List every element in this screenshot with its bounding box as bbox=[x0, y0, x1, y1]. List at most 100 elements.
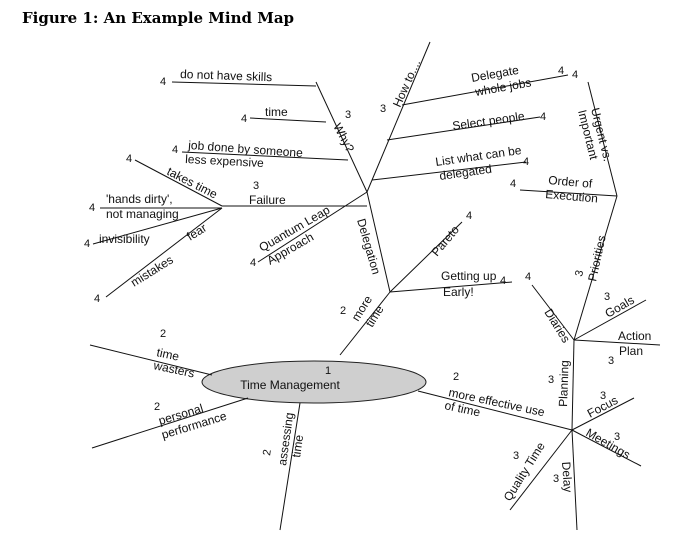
central-node-level: 1 bbox=[325, 365, 331, 377]
figure-caption: Figure 1: An Example Mind Map bbox=[22, 9, 295, 27]
branch-time-wasters: time wasters 2 bbox=[89, 328, 213, 381]
why-level: 3 bbox=[345, 109, 351, 121]
quality-time-level: 3 bbox=[513, 450, 519, 462]
connector bbox=[339, 291, 391, 356]
branch-how-to: How to.... 3 Delegate whole jobs 4 Selec… bbox=[366, 41, 569, 193]
quality-time-label: Quality Time bbox=[501, 439, 548, 503]
how-to-label: How to.... bbox=[390, 57, 423, 109]
connector bbox=[366, 41, 431, 193]
planning-label: Planning bbox=[556, 360, 572, 407]
connector bbox=[366, 191, 391, 293]
delegate-level: 4 bbox=[558, 65, 564, 77]
connector bbox=[315, 81, 368, 193]
pareto-level: 4 bbox=[466, 210, 472, 222]
connector bbox=[134, 159, 223, 207]
connector bbox=[531, 284, 575, 341]
how-to-level: 3 bbox=[380, 103, 386, 115]
connector bbox=[573, 299, 647, 341]
branch-why: Why? 3 do not have skills 4 time 4 job d… bbox=[160, 67, 368, 193]
order-line2: Execution bbox=[545, 187, 599, 206]
time-wasters-line2: wasters bbox=[151, 358, 195, 380]
central-ellipse bbox=[201, 360, 427, 404]
connector bbox=[181, 151, 349, 161]
list-level: 4 bbox=[523, 156, 529, 168]
connector bbox=[92, 207, 223, 245]
order-line1: Order of bbox=[548, 173, 594, 191]
more-effective-level: 2 bbox=[453, 371, 459, 383]
branch-personal-performance: personal performance 2 bbox=[91, 397, 249, 449]
hands-dirty-level: 4 bbox=[89, 202, 95, 214]
action-level: 3 bbox=[608, 355, 614, 367]
getting-up-line2: Early! bbox=[443, 285, 474, 299]
action-line1: Action bbox=[618, 329, 651, 343]
connector bbox=[386, 116, 541, 141]
delegation-label: Delegation bbox=[354, 217, 383, 276]
connector bbox=[571, 429, 578, 531]
mistakes-label: mistakes bbox=[128, 253, 176, 290]
connector bbox=[587, 81, 618, 197]
mistakes-level: 4 bbox=[94, 293, 100, 305]
time-label: time bbox=[265, 105, 288, 119]
more-time-level: 2 bbox=[340, 305, 346, 317]
connector bbox=[389, 281, 513, 293]
branch-more-effective: more effective use of time 2 Planning 3 … bbox=[417, 69, 661, 531]
connector bbox=[389, 221, 463, 293]
job-done-line2: less expensive bbox=[185, 152, 265, 170]
connector bbox=[573, 339, 661, 346]
personal-level: 2 bbox=[154, 401, 160, 413]
takes-time-label: takes time bbox=[165, 164, 220, 201]
pareto-label: Pareto bbox=[429, 223, 463, 259]
delay-label: Delay bbox=[559, 461, 575, 493]
time-level: 4 bbox=[241, 113, 247, 125]
hands-dirty-line2: not managing bbox=[106, 207, 179, 221]
getting-up-line1: Getting up bbox=[441, 269, 497, 283]
connector bbox=[257, 191, 368, 263]
connector bbox=[571, 397, 635, 431]
branch-failure: Failure 3 takes time 4 'hands dirty', no… bbox=[84, 153, 367, 305]
getting-up-level: 4 bbox=[500, 275, 506, 287]
connector bbox=[417, 390, 573, 431]
time-wasters-level: 2 bbox=[160, 328, 166, 340]
invisibility-level: 4 bbox=[84, 238, 90, 250]
connector bbox=[105, 207, 223, 298]
central-node-label: Time Management bbox=[240, 378, 340, 392]
connector bbox=[519, 189, 618, 197]
branch-assessing-time: assessing time 2 bbox=[261, 402, 306, 531]
connector bbox=[401, 74, 569, 106]
connector bbox=[371, 161, 527, 181]
central-node: Time Management 1 bbox=[201, 360, 427, 404]
connector bbox=[571, 429, 642, 467]
failure-level: 3 bbox=[253, 180, 259, 192]
meetings-level: 3 bbox=[614, 431, 620, 443]
why-label: Why? bbox=[330, 121, 357, 155]
do-not-have-skills-level: 4 bbox=[160, 76, 166, 88]
focus-level: 3 bbox=[600, 390, 606, 402]
hands-dirty-line1: 'hands dirty', bbox=[106, 192, 173, 206]
connector bbox=[509, 429, 573, 511]
takes-time-level: 4 bbox=[126, 153, 132, 165]
invisibility-label: invisibility bbox=[99, 232, 150, 246]
meetings-label: Meetings bbox=[584, 425, 633, 461]
diaries-level: 4 bbox=[525, 271, 531, 283]
connector bbox=[573, 195, 618, 341]
do-not-have-skills-label: do not have skills bbox=[180, 67, 272, 84]
connector bbox=[249, 117, 327, 123]
assessing-line2: time bbox=[289, 434, 306, 459]
branch-delegation-trunk: Delegation bbox=[339, 191, 391, 356]
priorities-label: Priorities bbox=[585, 234, 608, 283]
delay-level: 3 bbox=[553, 473, 559, 485]
quantum-leap-level: 4 bbox=[250, 257, 256, 269]
job-done-level: 4 bbox=[172, 144, 178, 156]
connector bbox=[171, 81, 317, 87]
connector bbox=[279, 402, 301, 531]
fear-label: fear bbox=[184, 221, 209, 244]
connector bbox=[571, 339, 575, 431]
connector bbox=[91, 397, 249, 449]
assessing-level: 2 bbox=[261, 449, 274, 457]
goals-level: 3 bbox=[604, 291, 610, 303]
failure-label: Failure bbox=[249, 193, 286, 207]
select-people-level: 4 bbox=[540, 111, 546, 123]
time-wasters-line1: time bbox=[155, 345, 180, 363]
connector bbox=[89, 344, 213, 376]
